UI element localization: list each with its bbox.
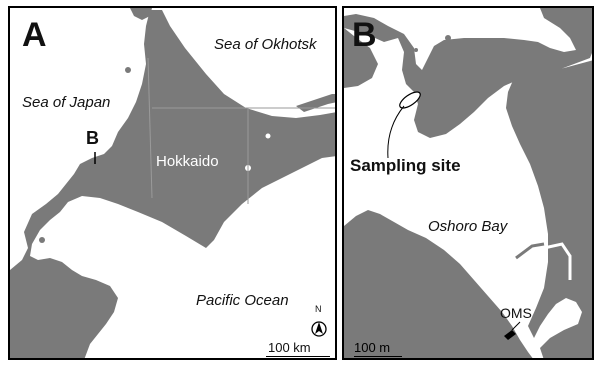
honshu-landmass (30, 282, 96, 358)
lake (265, 133, 271, 139)
small-island (39, 237, 45, 243)
oshoro-bay-label: Oshoro Bay (428, 218, 508, 235)
panel-letter-a: A (22, 16, 47, 54)
oms-leader (511, 321, 521, 331)
kuril-island (296, 94, 335, 112)
breakwater (543, 242, 572, 280)
sea-of-okhotsk-label: Sea of Okhotsk (214, 36, 317, 53)
oms-label: OMS (500, 305, 532, 321)
hokkaido-landmass (10, 10, 335, 358)
map-panel-a: A Sea of Okhotsk Sea of Japan Hokkaido B… (8, 6, 337, 360)
sea-of-japan-label: Sea of Japan (22, 94, 111, 111)
small-island (125, 67, 131, 73)
west-peninsula (344, 28, 378, 88)
north-arrow (311, 321, 327, 337)
scale-bar-b (354, 356, 402, 357)
sampling-site-marker (399, 91, 421, 109)
northern-landmass (344, 8, 592, 138)
sampling-site-leader (387, 105, 405, 159)
hokkaido-label: Hokkaido (156, 153, 219, 170)
breakwater (515, 242, 545, 260)
scale-label-b: 100 m (354, 340, 391, 355)
small-island (414, 48, 418, 52)
pacific-ocean-label: Pacific Ocean (196, 292, 289, 309)
map-panel-b: B Sampling site Oshoro Bay OMS 100 m (342, 6, 594, 360)
boundary-line (147, 57, 153, 199)
eastern-landmass (506, 60, 592, 358)
scale-bar-a (266, 356, 330, 357)
oms-marker (504, 330, 516, 340)
hokkaido-map (10, 8, 335, 358)
southern-landmass (344, 210, 533, 358)
north-label: N (315, 304, 322, 314)
panel-letter-b: B (352, 16, 377, 54)
sampling-site-label: Sampling site (350, 156, 461, 175)
scale-label-a: 100 km (268, 340, 311, 355)
small-island (445, 35, 451, 41)
sakhalin-landmass (130, 8, 152, 20)
oshoro-bay-map (344, 8, 592, 358)
inset-marker-b: B (86, 128, 99, 148)
